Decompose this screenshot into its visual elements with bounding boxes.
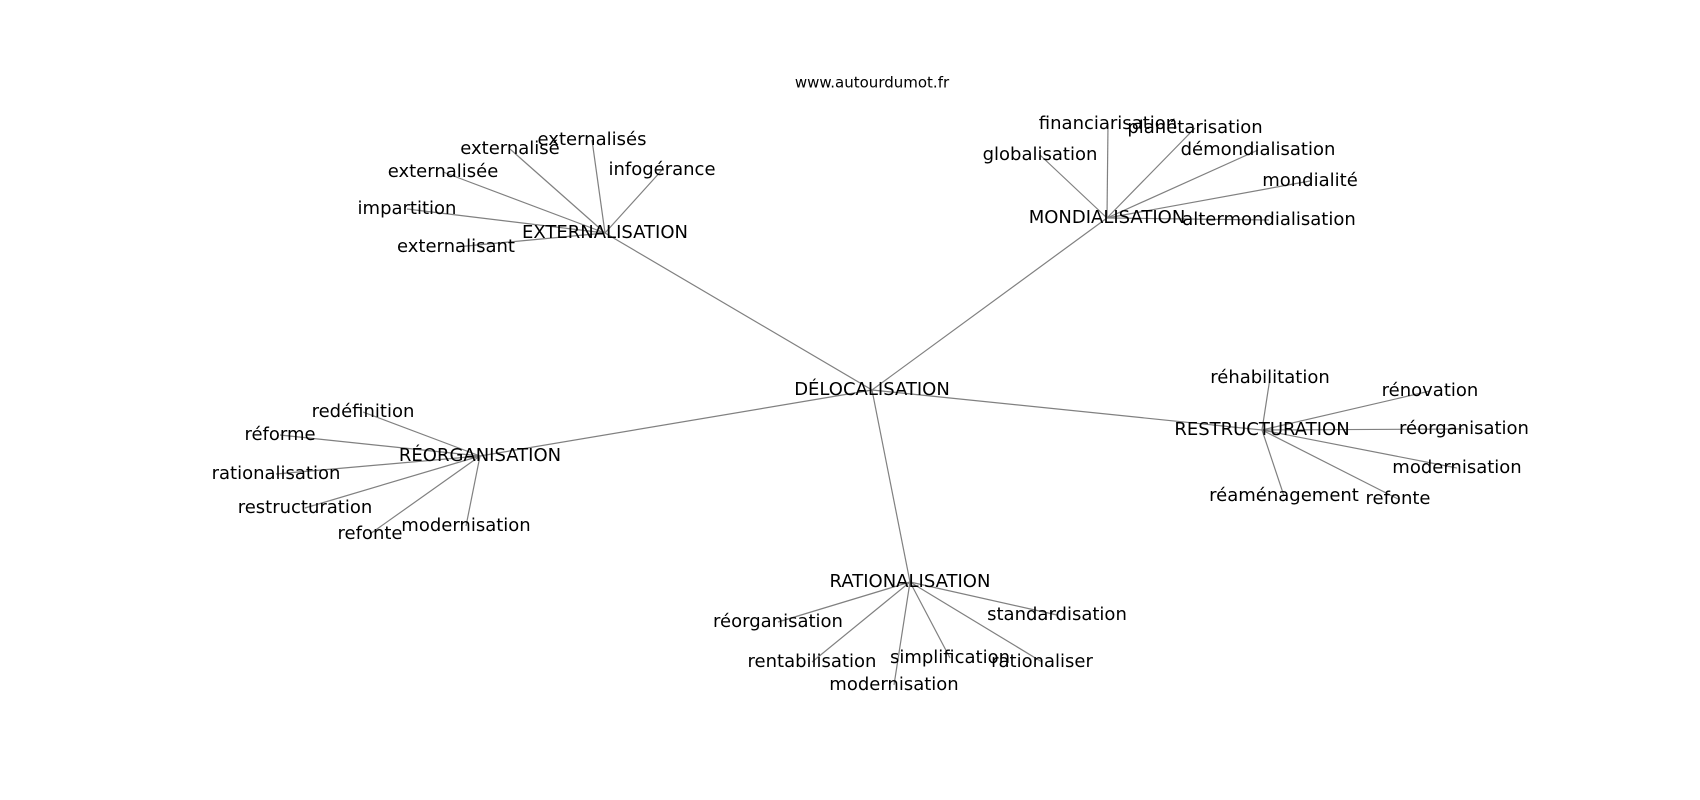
leaf-node-rationalisation-4: rationaliser — [991, 651, 1093, 672]
leaf-node-rationalisation-1: standardisation — [987, 604, 1127, 625]
edge-rationalisation-1 — [909, 581, 1058, 616]
leaf-node-restructuration-3: modernisation — [1392, 457, 1521, 478]
edge-reorganisation-2 — [275, 455, 481, 475]
edge-externalisation-1 — [509, 148, 606, 234]
hub-node-reorganisation: RÉORGANISATION — [399, 444, 561, 466]
edge-restructuration-5 — [1261, 429, 1399, 500]
leaf-node-rationalisation-0: réorganisation — [713, 611, 843, 632]
leaf-node-externalisation-0: externalisés — [538, 129, 647, 150]
leaf-node-externalisation-3: infogérance — [608, 159, 715, 180]
edge-root-restructuration — [871, 389, 1263, 431]
edge-restructuration-2 — [1261, 428, 1465, 431]
leaf-node-restructuration-1: rénovation — [1382, 380, 1479, 401]
edge-reorganisation-1 — [279, 434, 481, 457]
edge-mondialisation-4 — [1106, 180, 1311, 219]
leaf-node-mondialisation-0: financiarisation — [1039, 113, 1177, 134]
edge-reorganisation-0 — [362, 411, 481, 457]
edge-mondialisation-5 — [1106, 217, 1270, 221]
leaf-node-restructuration-0: réhabilitation — [1210, 367, 1330, 388]
leaf-node-restructuration-4: réaménagement — [1209, 485, 1359, 506]
leaf-node-externalisation-5: externalisant — [397, 236, 515, 257]
edge-reorganisation-3 — [304, 455, 481, 509]
leaf-node-externalisation-2: externalisée — [388, 161, 499, 182]
leaf-node-reorganisation-4: refonte — [338, 523, 403, 544]
leaf-node-rationalisation-5: modernisation — [829, 674, 958, 695]
edge-rationalisation-2 — [811, 581, 911, 663]
edge-mondialisation-1 — [1106, 127, 1196, 219]
edge-rationalisation-0 — [777, 581, 911, 623]
edge-restructuration-4 — [1261, 429, 1285, 497]
leaf-node-reorganisation-1: réforme — [244, 424, 315, 445]
hub-node-restructuration: RESTRUCTURATION — [1174, 419, 1349, 440]
hub-node-externalisation: EXTERNALISATION — [522, 222, 688, 243]
edge-externalisation-0 — [591, 139, 606, 234]
source-watermark: www.autourdumot.fr — [795, 74, 950, 92]
leaf-node-mondialisation-5: altermondialisation — [1182, 209, 1356, 230]
edge-externalisation-5 — [455, 232, 606, 248]
edge-rationalisation-3 — [909, 581, 951, 659]
edge-restructuration-0 — [1261, 377, 1271, 431]
edge-mondialisation-2 — [1039, 154, 1108, 219]
edge-rationalisation-4 — [909, 581, 1043, 663]
edge-root-reorganisation — [479, 389, 873, 457]
leaf-node-rationalisation-2: rentabilisation — [748, 651, 877, 672]
leaf-node-mondialisation-3: démondialisation — [1181, 139, 1336, 160]
edge-externalisation-3 — [604, 169, 663, 234]
leaf-node-reorganisation-0: redéfinition — [312, 401, 415, 422]
leaf-node-restructuration-2: réorganisation — [1399, 418, 1529, 439]
leaf-node-restructuration-5: refonte — [1366, 488, 1431, 509]
edge-externalisation-4 — [406, 208, 606, 234]
leaf-node-reorganisation-2: rationalisation — [212, 463, 341, 484]
edge-restructuration-3 — [1261, 429, 1458, 469]
hub-node-mondialisation: MONDIALISATION — [1029, 207, 1186, 228]
leaf-node-rationalisation-3: simplification — [890, 647, 1010, 668]
graph-edges — [275, 123, 1465, 686]
hub-node-rationalisation: RATIONALISATION — [830, 571, 991, 592]
edge-root-rationalisation — [871, 389, 911, 583]
edge-rationalisation-5 — [893, 581, 911, 686]
edge-externalisation-2 — [442, 171, 606, 234]
edge-reorganisation-5 — [465, 455, 481, 527]
edge-restructuration-1 — [1261, 390, 1431, 431]
root-node: DÉLOCALISATION — [794, 378, 950, 400]
edge-reorganisation-4 — [369, 455, 481, 535]
edge-mondialisation-0 — [1106, 123, 1109, 219]
leaf-node-mondialisation-1: planétarisation — [1127, 117, 1262, 138]
leaf-node-reorganisation-5: modernisation — [401, 515, 530, 536]
leaf-node-externalisation-1: externalisé — [460, 138, 560, 159]
edge-root-externalisation — [604, 232, 873, 391]
leaf-node-externalisation-4: impartition — [358, 198, 457, 219]
leaf-node-mondialisation-2: globalisation — [983, 144, 1098, 165]
edge-mondialisation-3 — [1106, 149, 1259, 219]
leaf-node-reorganisation-3: restructuration — [238, 497, 373, 518]
leaf-node-mondialisation-4: mondialité — [1262, 170, 1358, 191]
edge-root-mondialisation — [871, 217, 1108, 391]
